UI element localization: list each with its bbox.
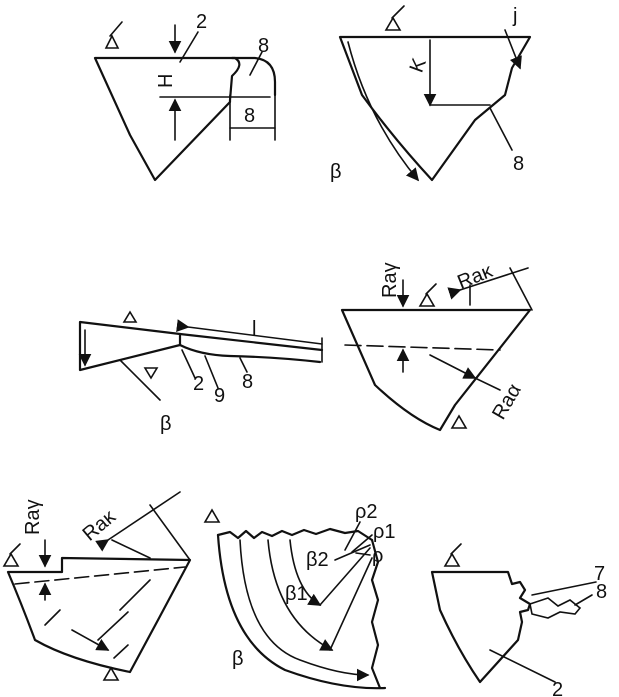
panel-6-diag-2 bbox=[329, 557, 373, 651]
panel-2-j-arrow bbox=[504, 29, 522, 70]
panel-1-label-H: H bbox=[155, 74, 177, 88]
panel-2-beta-arc bbox=[347, 41, 420, 182]
panel-6-worn-edge: ρ2 ρ1 β2 ρ β1 β bbox=[203, 501, 396, 690]
panel-7-leader-7 bbox=[531, 581, 597, 596]
panel-4-ra-alpha-arrow bbox=[429, 354, 477, 379]
panel-6-outer-arc bbox=[216, 533, 387, 690]
panel-6-beta2-arc bbox=[289, 539, 322, 606]
panel-7-leader-8 bbox=[574, 594, 593, 606]
panel-5-label-ra-gamma: Raγ bbox=[22, 499, 44, 535]
panel-3-l-dim bbox=[176, 319, 323, 345]
panel-6-right-rough-edge bbox=[370, 538, 382, 690]
panel-2-wedge-body bbox=[338, 35, 532, 182]
panel-3-leader-beta bbox=[119, 359, 161, 401]
panel-1-leader-8 bbox=[249, 51, 263, 76]
panel-5-reference-triangle-left bbox=[2, 543, 21, 567]
panel-5-inner-stroke-3 bbox=[44, 609, 61, 626]
panel-4-wedge-body bbox=[340, 308, 532, 432]
panel-4-reference-triangle-bottom bbox=[450, 414, 468, 429]
panel-7-chip-fragment bbox=[529, 597, 582, 619]
panel-3-lower-edge bbox=[178, 343, 322, 364]
panel-4-ra-kappa-dim bbox=[447, 267, 529, 300]
panel-3-leader-2 bbox=[181, 349, 196, 379]
panel-3-ref-triangle-bottom bbox=[143, 367, 159, 380]
panel-6-label-beta1: β1 bbox=[285, 583, 308, 605]
panel-5-inner-stroke-1 bbox=[119, 579, 151, 611]
panel-6-diag-1 bbox=[319, 547, 371, 606]
panel-3-label-beta: β bbox=[160, 413, 172, 435]
panel-2-reference-triangle bbox=[384, 5, 405, 31]
panel-6-leader-rho bbox=[355, 552, 371, 556]
panel-5-roughness-wedge: Raγ Raκ bbox=[2, 491, 192, 681]
panel-1-wedge-with-flank: 2 8 H 8 bbox=[93, 11, 277, 182]
panel-1-leader-2 bbox=[179, 31, 199, 63]
panel-2-label-8: 8 bbox=[513, 153, 524, 175]
panel-4-label-ra-gamma: Raγ bbox=[379, 262, 401, 298]
panel-3-wedge-body bbox=[78, 320, 182, 372]
panel-1-label-2: 2 bbox=[196, 11, 207, 33]
panel-5-bottom-arrow bbox=[71, 629, 110, 651]
panel-3-label-2: 2 bbox=[193, 373, 204, 395]
panel-7-label-8: 8 bbox=[596, 581, 607, 603]
panel-4-ra-alpha-line bbox=[474, 377, 501, 391]
panel-6-leader-rho2 bbox=[344, 521, 361, 551]
panel-3-leader-9 bbox=[204, 355, 219, 389]
panel-5-wedge-body bbox=[6, 556, 192, 674]
panel-2-leader-8 bbox=[489, 107, 513, 151]
panel-7-wedge-body bbox=[430, 570, 532, 684]
panel-5-ra-kappa-dim bbox=[95, 491, 181, 552]
panel-5-reference-triangle-bottom bbox=[102, 644, 129, 681]
panel-7-label-7: 7 bbox=[594, 563, 605, 585]
panel-5-dashed-line bbox=[14, 566, 186, 585]
panel-3-leader-8 bbox=[239, 357, 248, 373]
panel-5-ra-kappa-ext-2 bbox=[149, 504, 191, 561]
panel-3-label-l: l bbox=[252, 318, 256, 340]
panel-7-label-2: 2 bbox=[552, 679, 563, 697]
panel-7-reference-triangle bbox=[443, 543, 462, 567]
panel-1-reference-triangle bbox=[104, 21, 123, 49]
panel-2-label-j: j bbox=[512, 5, 517, 27]
panel-6-label-beta: β bbox=[232, 648, 244, 670]
panel-6-label-rho: ρ bbox=[372, 545, 383, 567]
panel-2-wedge-with-curve: j K β 8 bbox=[330, 5, 532, 183]
panel-3-ref-triangle-top bbox=[122, 310, 138, 323]
panel-6-reference-triangle bbox=[203, 508, 221, 523]
panel-5-inner-stroke-2 bbox=[97, 611, 129, 641]
panel-1-rounded-edge bbox=[230, 56, 277, 97]
panel-6-label-rho2: ρ2 bbox=[355, 501, 378, 523]
panel-6-beta-arc bbox=[239, 539, 370, 682]
panel-5-ra-kappa-ext-1 bbox=[111, 539, 151, 559]
panel-2-label-beta: β bbox=[330, 161, 342, 183]
panel-7-leader-2 bbox=[489, 649, 556, 683]
panel-6-label-rho1: ρ1 bbox=[373, 521, 396, 543]
panel-2-label-K: K bbox=[406, 55, 431, 76]
panel-4-ra-kappa-ext-2 bbox=[509, 267, 533, 311]
panel-6-top-rough-edge bbox=[216, 527, 374, 542]
panel-7-chipped-wedge: 7 8 2 bbox=[430, 543, 607, 697]
panel-4-reference-triangle-top bbox=[418, 283, 437, 307]
panel-6-beta1-arc bbox=[267, 539, 334, 651]
panel-1-label-8-top: 8 bbox=[258, 35, 269, 57]
panel-6-leader-rho1 bbox=[351, 534, 373, 553]
panel-3-upper-edge bbox=[178, 332, 324, 352]
panel-3-label-8: 8 bbox=[242, 371, 253, 393]
panel-5-label-ra-kappa: Raκ bbox=[79, 505, 121, 545]
panel-3-label-9: 9 bbox=[214, 385, 225, 407]
panel-4-roughness-wedge: Raγ Raκ Raα bbox=[340, 260, 533, 432]
panel-4-label-ra-kappa: Raκ bbox=[454, 260, 496, 294]
panel-6-label-beta2: β2 bbox=[306, 549, 329, 571]
panel-4-dashed-line bbox=[344, 344, 501, 351]
panel-1-label-8-dim: 8 bbox=[244, 105, 255, 127]
panel-3-thin-wedge: l 2 9 8 β bbox=[78, 310, 324, 435]
